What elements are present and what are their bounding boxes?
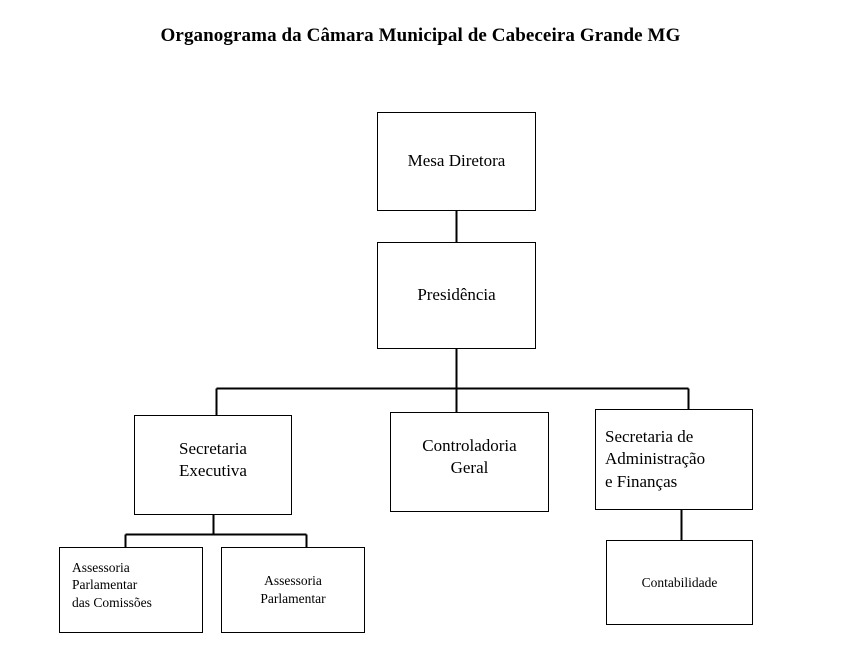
node-label: Contabilidade <box>641 574 718 590</box>
page-title: Organograma da Câmara Municipal de Cabec… <box>160 25 681 46</box>
node-assessoria-parlamentar[interactable]: Assessoria Parlamentar <box>221 547 365 633</box>
node-label: Mesa Diretora <box>407 151 506 171</box>
node-mesa-diretora[interactable]: Mesa Diretora <box>377 112 536 211</box>
node-label: Assessoria Parlamentar <box>260 573 326 606</box>
node-presidencia[interactable]: Presidência <box>377 242 536 349</box>
node-label: Secretaria Executiva <box>179 438 247 480</box>
node-controladoria-geral[interactable]: Controladoria Geral <box>390 412 549 512</box>
node-secretaria-administracao-financas[interactable]: Secretaria de Administração e Finanças <box>595 409 753 510</box>
node-label: Presidência <box>417 285 496 305</box>
node-label: Secretaria de Administração e Finanças <box>605 427 706 491</box>
node-label: Controladoria Geral <box>422 435 517 477</box>
node-contabilidade[interactable]: Contabilidade <box>606 540 753 625</box>
node-assessoria-parlamentar-comissoes[interactable]: Assessoria Parlamentar das Comissões <box>59 547 203 633</box>
node-secretaria-executiva[interactable]: Secretaria Executiva <box>134 415 292 515</box>
node-label: Assessoria Parlamentar das Comissões <box>72 559 152 610</box>
